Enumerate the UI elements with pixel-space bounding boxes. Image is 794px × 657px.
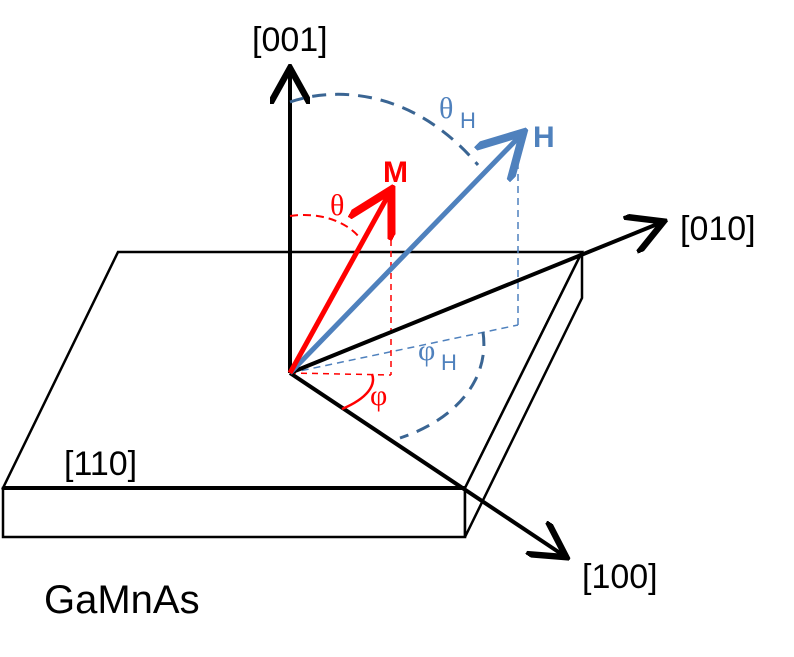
magnetization-vector-label: M: [383, 156, 408, 189]
magnetization-projection-line: [289, 372, 392, 376]
material-label: GaMnAs: [44, 578, 200, 622]
film-slab: [1, 250, 585, 539]
axis-100-arrow: [288, 371, 563, 555]
slab-front-face: [1, 486, 467, 539]
phi-h-subscript: H: [441, 350, 457, 375]
phi-h-symbol: φ: [418, 334, 435, 367]
magnetization-construction-lines: [289, 196, 392, 376]
theta-h-arc: [289, 92, 480, 166]
magnetization-vector-arrow: [287, 194, 389, 375]
axis-001-label: [001]: [252, 21, 328, 59]
axis-010-label: [010]: [680, 210, 756, 248]
coordinate-axes: [290, 72, 660, 555]
phi-label: φ: [370, 379, 387, 412]
phi-h-label: φ H: [418, 334, 457, 375]
phi-arc: [341, 373, 375, 411]
theta-h-subscript: H: [460, 108, 476, 133]
vectors: [287, 136, 520, 375]
slab-side-face: [463, 251, 584, 538]
axis-010-arrow: [289, 223, 660, 375]
theta-h-label: θ H: [439, 92, 476, 133]
axis-110-label: [110]: [64, 445, 137, 483]
field-vector-label: H: [533, 121, 555, 154]
field-vector-arrow: [288, 136, 520, 375]
axis-100-label: [100]: [582, 558, 658, 596]
theta-h-symbol: θ: [439, 92, 453, 125]
theta-label: θ: [330, 189, 344, 222]
theta-arc: [289, 214, 361, 239]
field-projection-line: [289, 324, 519, 374]
phi-h-arc: [399, 331, 486, 440]
